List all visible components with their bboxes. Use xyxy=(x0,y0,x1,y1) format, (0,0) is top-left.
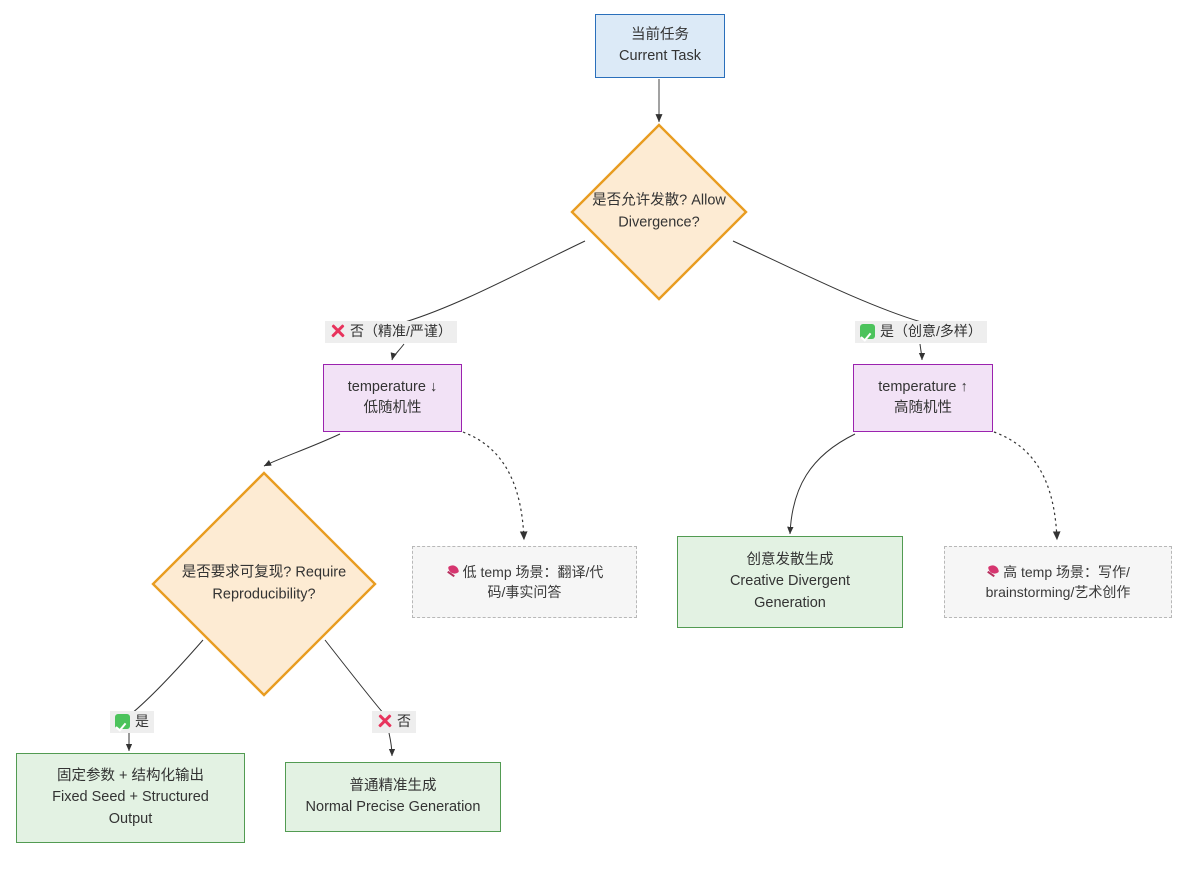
note-low-temp-line-1: 低 temp 场景：翻译/代 xyxy=(423,562,626,582)
edge-no-label-to-normal xyxy=(388,732,396,757)
node-note-high-temp: 高 temp 场景：写作/ brainstorming/艺术创作 xyxy=(944,546,1172,618)
node-creative-divergent-line-2: Creative Divergent xyxy=(729,573,851,590)
node-fixed-seed-line-1: 固定参数 + 结构化输出 xyxy=(56,768,205,785)
note-low-temp-text-1: 低 temp 场景：翻译/代 xyxy=(462,563,604,580)
edge-label-no-repro-text: 否 xyxy=(397,713,411,729)
node-temperature-low-line-2: 低随机性 xyxy=(363,400,422,416)
edge-label-yes-creative: 是（创意/多样） xyxy=(855,321,987,343)
edge-temp-low-to-note xyxy=(462,431,528,541)
check-mark-icon xyxy=(860,323,875,339)
node-temperature-high-line-1: temperature ↑ xyxy=(878,378,968,395)
edge-label-yes-creative-text: 是（创意/多样） xyxy=(880,323,982,339)
note-high-temp-line-1: 高 temp 场景：写作/ xyxy=(955,562,1161,582)
node-fixed-seed[interactable]: 固定参数 + 结构化输出 Fixed Seed + Structured Out… xyxy=(16,753,245,843)
node-creative-divergent-line-1: 创意发散生成 xyxy=(746,552,834,569)
node-allow-divergence[interactable]: 是否允许发散? Allow Divergence? xyxy=(570,123,748,301)
note-high-temp-line-2: brainstorming/艺术创作 xyxy=(985,584,1131,600)
node-temperature-high-line-2: 高随机性 xyxy=(894,400,952,416)
node-note-low-temp: 低 temp 场景：翻译/代 码/事实问答 xyxy=(412,546,637,618)
edge-label-yes-repro: 是 xyxy=(110,711,154,733)
note-high-temp-text-1: 高 temp 场景：写作/ xyxy=(1003,563,1130,580)
diamond-shape-require-reproducibility xyxy=(151,471,377,697)
node-creative-divergent-line-3: Generation xyxy=(754,594,826,611)
node-fixed-seed-line-2: Fixed Seed + Structured xyxy=(52,789,209,806)
cross-mark-icon xyxy=(330,324,345,339)
node-temperature-high[interactable]: temperature ↑ 高随机性 xyxy=(853,364,993,432)
node-temperature-low[interactable]: temperature ↓ 低随机性 xyxy=(323,364,462,432)
node-normal-precise-line-1: 普通精准生成 xyxy=(349,777,437,794)
edge-divergence-to-no-label xyxy=(404,240,586,323)
diamond-shape-allow-divergence xyxy=(570,123,748,301)
edge-divergence-to-yes-label xyxy=(732,240,922,323)
node-fixed-seed-line-3: Output xyxy=(108,810,153,827)
node-temperature-low-line-1: temperature ↓ xyxy=(347,378,438,395)
pushpin-icon xyxy=(446,565,460,579)
cross-mark-icon xyxy=(377,714,392,729)
node-current-task[interactable]: 当前任务 Current Task xyxy=(595,14,725,78)
edge-label-yes-repro-text: 是 xyxy=(135,713,149,729)
edge-temp-high-to-creative xyxy=(787,433,856,535)
pushpin-icon xyxy=(986,565,1000,579)
node-normal-precise[interactable]: 普通精准生成 Normal Precise Generation xyxy=(285,762,501,832)
node-normal-precise-line-2: Normal Precise Generation xyxy=(305,799,481,815)
edge-temp-low-to-repro xyxy=(263,433,341,467)
node-creative-divergent[interactable]: 创意发散生成 Creative Divergent Generation xyxy=(677,536,903,628)
edge-label-no-repro: 否 xyxy=(372,711,416,733)
check-mark-icon xyxy=(115,713,130,729)
edge-label-no-precise: 否（精准/严谨） xyxy=(325,321,457,343)
edge-temp-high-to-note xyxy=(993,431,1061,541)
node-require-reproducibility[interactable]: 是否要求可复现? Require Reproducibility? xyxy=(151,471,377,697)
edge-no-label-to-temp-low xyxy=(390,343,405,361)
note-low-temp-line-2: 码/事实问答 xyxy=(487,584,562,600)
node-current-task-line-1: 当前任务 xyxy=(631,26,689,43)
edge-label-no-precise-text: 否（精准/严谨） xyxy=(350,323,452,339)
node-current-task-line-2: Current Task xyxy=(619,48,701,64)
edge-yes-label-to-temp-high xyxy=(918,343,926,361)
